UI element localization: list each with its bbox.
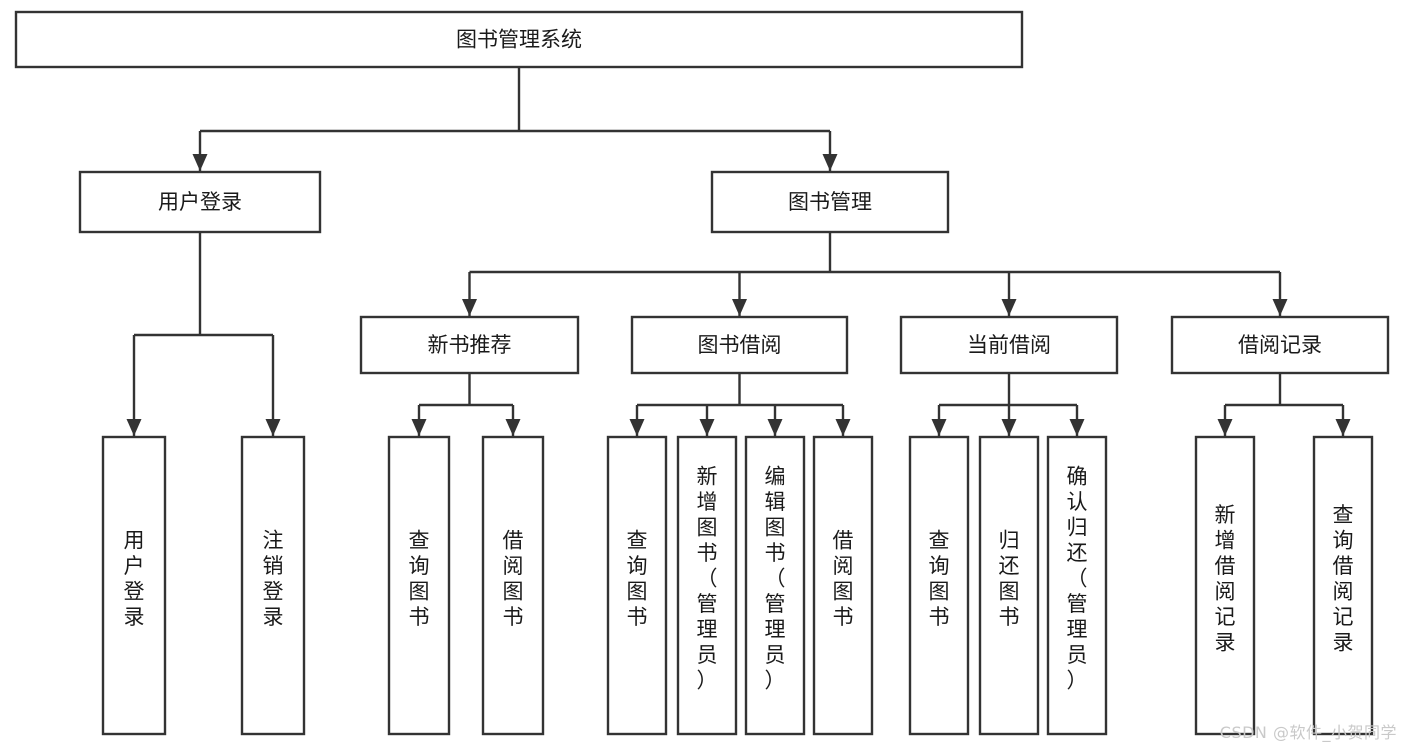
- node-box[interactable]: [630, 315, 849, 375]
- arrowhead-icon: [1335, 419, 1351, 436]
- node-leaf-confirm-return[interactable]: 确认归还（管理员）: [1046, 435, 1108, 736]
- node-box[interactable]: [387, 435, 451, 736]
- node-new-book-recommend[interactable]: 新书推荐: [359, 315, 580, 375]
- node-box[interactable]: [812, 435, 874, 736]
- node-label: 借阅记录: [1238, 333, 1322, 357]
- node-leaf-query-book-2[interactable]: 查询图书: [606, 435, 668, 736]
- node-box[interactable]: [1046, 435, 1108, 736]
- node-label: 查询借阅记录: [1333, 503, 1354, 655]
- arrowhead-icon: [822, 154, 838, 171]
- node-box[interactable]: [744, 435, 806, 736]
- node-box[interactable]: [101, 435, 167, 736]
- arrowhead-icon: [931, 419, 947, 436]
- arrowhead-icon: [126, 419, 142, 436]
- arrowhead-icon: [1272, 299, 1288, 316]
- node-leaf-user-login[interactable]: 用户登录: [101, 435, 167, 736]
- node-box[interactable]: [1194, 435, 1256, 736]
- node-label: 借阅图书: [503, 528, 524, 629]
- node-box[interactable]: [481, 435, 545, 736]
- node-label: 新书推荐: [428, 333, 512, 357]
- arrowhead-icon: [1001, 299, 1017, 316]
- node-box[interactable]: [359, 315, 580, 375]
- node-label: 注销登录: [263, 528, 284, 629]
- node-borrow-record[interactable]: 借阅记录: [1170, 315, 1390, 375]
- arrowhead-icon: [265, 419, 281, 436]
- arrowhead-icon: [699, 419, 715, 436]
- node-leaf-return-book[interactable]: 归还图书: [978, 435, 1040, 736]
- node-label: 图书借阅: [698, 333, 782, 357]
- node-leaf-borrow-book-1[interactable]: 借阅图书: [481, 435, 545, 736]
- node-label: 当前借阅: [967, 333, 1051, 357]
- node-leaf-borrow-book-2[interactable]: 借阅图书: [812, 435, 874, 736]
- node-book-manage[interactable]: 图书管理: [710, 170, 950, 234]
- csdn-watermark: CSDN @软件_小贺同学: [1219, 723, 1397, 742]
- node-box[interactable]: [978, 435, 1040, 736]
- arrowhead-icon: [1069, 419, 1085, 436]
- arrowhead-icon: [629, 419, 645, 436]
- arrowhead-icon: [767, 419, 783, 436]
- arrowhead-icon: [835, 419, 851, 436]
- node-box[interactable]: [899, 315, 1119, 375]
- node-leaf-edit-book[interactable]: 编辑图书（管理员）: [744, 435, 806, 736]
- node-box[interactable]: [240, 435, 306, 736]
- node-leaf-query-record[interactable]: 查询借阅记录: [1312, 435, 1374, 736]
- node-box[interactable]: [14, 10, 1024, 69]
- arrowhead-icon: [462, 299, 477, 316]
- node-label: 查询图书: [409, 528, 430, 629]
- node-box[interactable]: [710, 170, 950, 234]
- node-box[interactable]: [676, 435, 738, 736]
- node-label: 查询图书: [627, 528, 648, 629]
- node-label: 查询图书: [929, 528, 950, 629]
- node-label: 归还图书: [999, 528, 1020, 629]
- arrowhead-icon: [411, 419, 427, 436]
- node-label: 图书管理系统: [456, 28, 582, 52]
- node-box[interactable]: [78, 170, 322, 234]
- node-label: 新增图书（管理员）: [697, 465, 718, 693]
- arrowhead-icon: [505, 419, 521, 436]
- node-leaf-user-logout[interactable]: 注销登录: [240, 435, 306, 736]
- node-box[interactable]: [1312, 435, 1374, 736]
- node-book-borrow[interactable]: 图书借阅: [630, 315, 849, 375]
- node-label: 确认归还（管理员）: [1067, 465, 1088, 693]
- node-box[interactable]: [908, 435, 970, 736]
- node-current-borrow[interactable]: 当前借阅: [899, 315, 1119, 375]
- node-leaf-query-book-3[interactable]: 查询图书: [908, 435, 970, 736]
- node-label: 图书管理: [788, 190, 872, 214]
- node-label: 编辑图书（管理员）: [765, 465, 786, 693]
- arrowhead-icon: [1217, 419, 1233, 436]
- arrowhead-icon: [192, 154, 208, 171]
- node-leaf-add-book[interactable]: 新增图书（管理员）: [676, 435, 738, 736]
- node-leaf-query-book-1[interactable]: 查询图书: [387, 435, 451, 736]
- node-box[interactable]: [606, 435, 668, 736]
- node-label: 用户登录: [124, 528, 145, 629]
- node-label: 用户登录: [158, 190, 242, 214]
- node-leaf-add-record[interactable]: 新增借阅记录: [1194, 435, 1256, 736]
- node-label: 借阅图书: [833, 528, 854, 629]
- node-root-root[interactable]: 图书管理系统: [14, 10, 1024, 69]
- arrowhead-icon: [1001, 419, 1017, 436]
- arrowhead-icon: [732, 299, 747, 316]
- node-label: 新增借阅记录: [1215, 503, 1236, 655]
- node-user-login[interactable]: 用户登录: [78, 170, 322, 234]
- node-box[interactable]: [1170, 315, 1390, 375]
